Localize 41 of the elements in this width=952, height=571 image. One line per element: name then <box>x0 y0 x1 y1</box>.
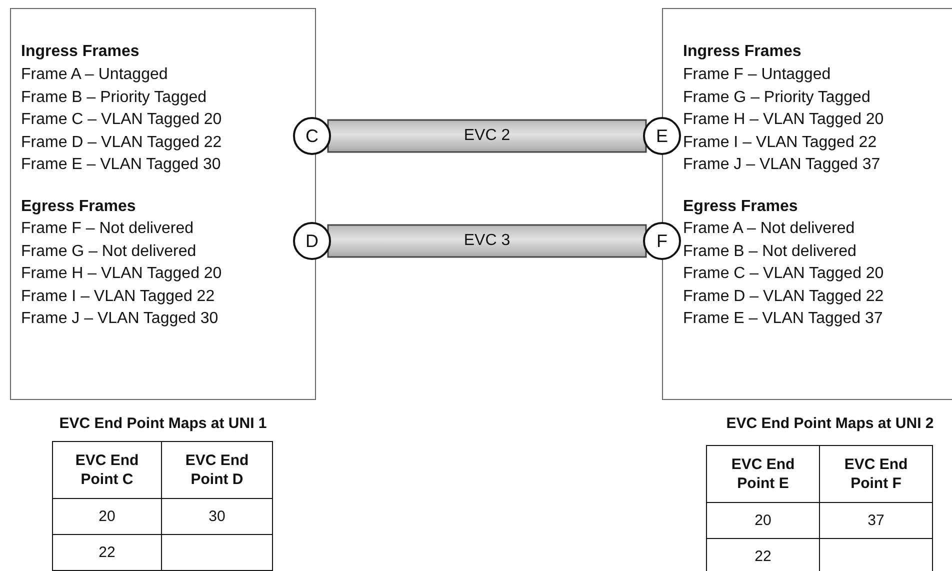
frame-entry: Frame J – VLAN Tagged 30 <box>21 309 218 328</box>
section-heading: Ingress Frames <box>683 42 802 61</box>
frame-entry: Frame F – Untagged <box>683 65 831 84</box>
column-header: EVC End Point E <box>706 446 820 502</box>
frame-entry: Frame H – VLAN Tagged 20 <box>21 264 222 283</box>
section-heading: Egress Frames <box>21 197 136 216</box>
table-title: EVC End Point Maps at UNI 2 <box>726 415 934 432</box>
section-heading: Ingress Frames <box>21 42 140 61</box>
table-cell: 30 <box>162 498 272 534</box>
uni-panel <box>10 8 316 400</box>
table-cell: 20 <box>706 502 820 538</box>
table-cell: 22 <box>706 538 820 571</box>
frame-entry: Frame G – Not delivered <box>21 242 196 261</box>
frame-entry: Frame C – VLAN Tagged 20 <box>21 110 222 129</box>
frame-entry: Frame B – Not delivered <box>683 242 856 261</box>
table-title: EVC End Point Maps at UNI 1 <box>59 415 267 432</box>
frame-entry: Frame G – Priority Tagged <box>683 88 870 107</box>
table-cell: 20 <box>52 498 162 534</box>
column-header: EVC End Point D <box>162 442 272 498</box>
column-header: EVC End Point F <box>820 446 932 502</box>
frame-entry: Frame A – Not delivered <box>683 219 855 238</box>
frame-entry: Frame E – VLAN Tagged 37 <box>683 309 883 328</box>
frame-entry: Frame I – VLAN Tagged 22 <box>683 133 877 152</box>
frame-entry: Frame I – VLAN Tagged 22 <box>21 287 215 306</box>
frame-entry: Frame C – VLAN Tagged 20 <box>683 264 884 283</box>
frame-entry: Frame J – VLAN Tagged 37 <box>683 155 880 174</box>
table-cell: 37 <box>820 502 932 538</box>
frame-entry: Frame D – VLAN Tagged 22 <box>21 133 222 152</box>
frame-entry: Frame A – Untagged <box>21 65 168 84</box>
frame-entry: Frame B – Priority Tagged <box>21 88 207 107</box>
frame-entry: Frame D – VLAN Tagged 22 <box>683 287 884 306</box>
evc-tube <box>327 224 647 258</box>
section-heading: Egress Frames <box>683 197 798 216</box>
edge-label: EVC 2 <box>464 127 510 145</box>
frame-entry: Frame F – Not delivered <box>21 219 194 238</box>
frame-entry: Frame E – VLAN Tagged 30 <box>21 155 221 174</box>
frame-entry: Frame H – VLAN Tagged 20 <box>683 110 884 129</box>
column-header: EVC End Point C <box>52 442 162 498</box>
table-cell: 22 <box>52 534 162 570</box>
edge-label: EVC 3 <box>464 232 510 250</box>
evc-tube <box>327 119 647 153</box>
